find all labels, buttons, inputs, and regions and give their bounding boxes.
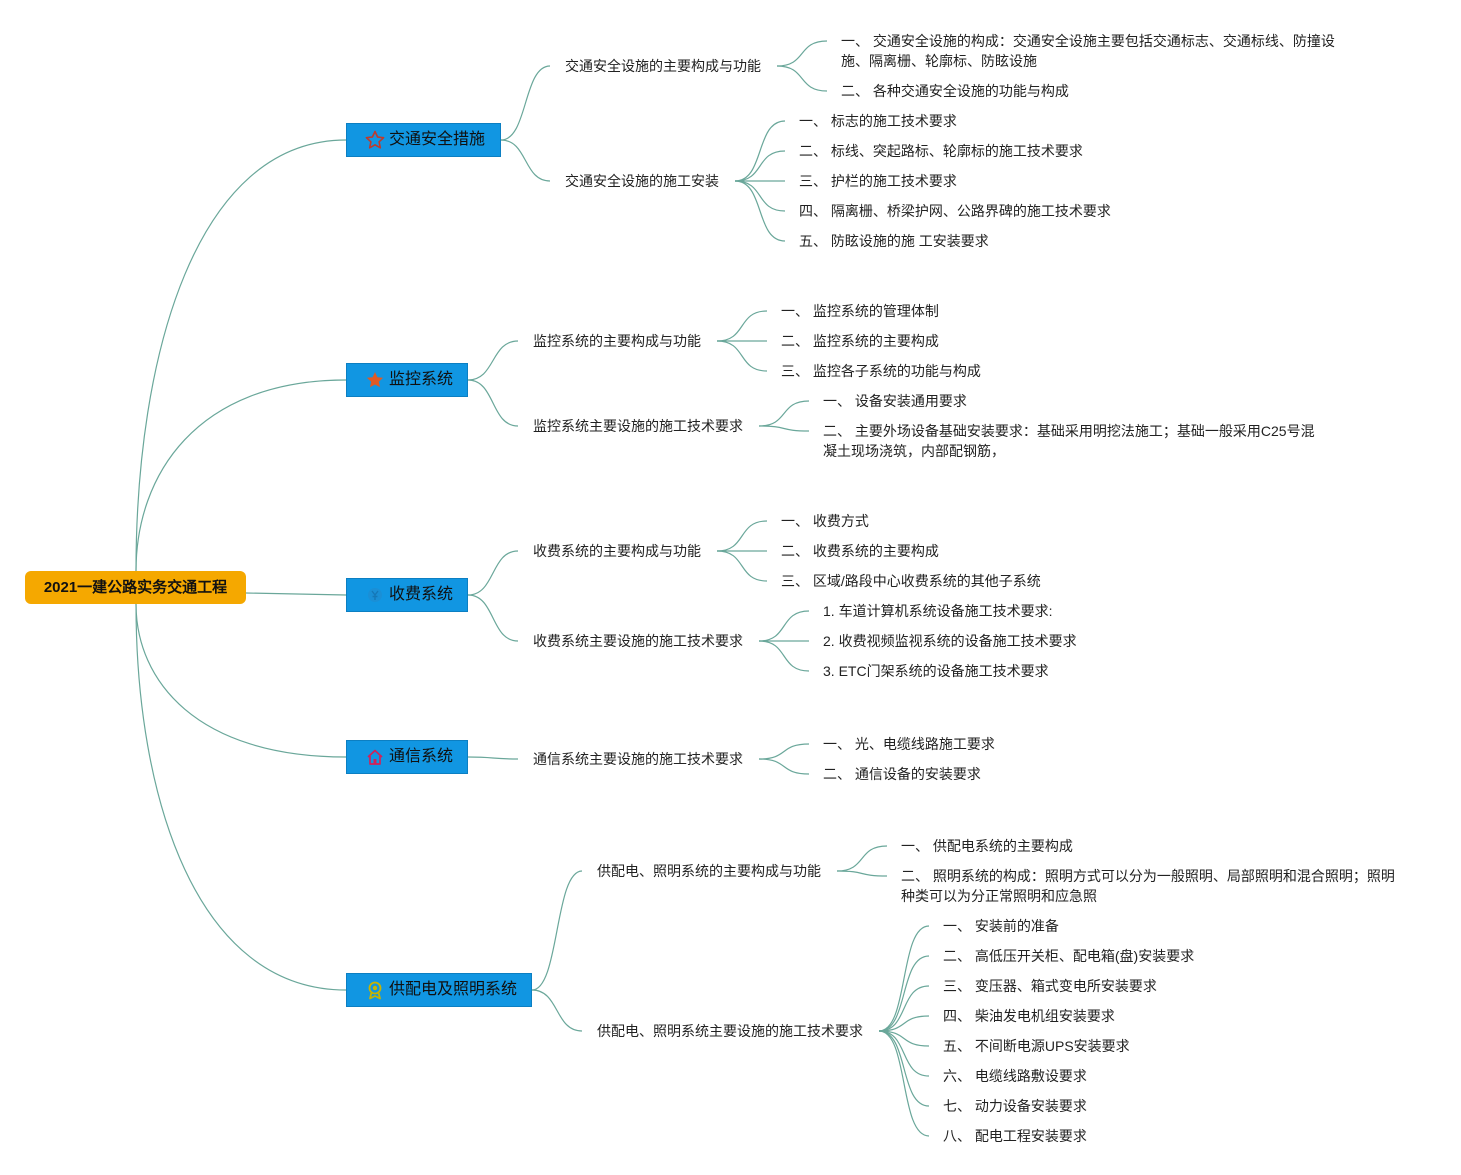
leaf-item[interactable]: 四、 隔离栅、桥梁护网、公路界碑的施工技术要求	[799, 203, 1111, 219]
connector-curve	[776, 65, 828, 92]
connector-curve	[734, 120, 786, 182]
connector-curve	[467, 340, 519, 381]
connector-curve	[734, 180, 786, 242]
connector-curve	[531, 989, 583, 1032]
category-traffic-safety[interactable]: 交通安全措施	[346, 123, 501, 157]
leaf-item[interactable]: 六、 电缆线路敷设要求	[943, 1068, 1087, 1084]
connector-curve	[758, 425, 810, 432]
connector-curve	[135, 603, 347, 758]
star-filled-icon	[365, 370, 385, 390]
leaf-item[interactable]: 一、 光、电缆线路施工要求	[823, 736, 995, 752]
connector-curve	[776, 40, 828, 67]
category-communication[interactable]: 通信系统	[346, 740, 468, 774]
subtopic-label[interactable]: 收费系统的主要构成与功能	[533, 543, 701, 559]
connector-curve	[836, 870, 888, 877]
connector-curve	[758, 640, 810, 672]
category-power-lighting[interactable]: 供配电及照明系统	[346, 973, 532, 1007]
category-label: 供配电及照明系统	[389, 981, 518, 998]
leaf-item[interactable]: 一、 交通安全设施的构成：交通安全设施主要包括交通标志、交通标线、防撞设施、隔离…	[841, 33, 1335, 69]
connector-curve	[135, 603, 347, 991]
leaf-item[interactable]: 二、 通信设备的安装要求	[823, 766, 981, 782]
connector-curve	[467, 756, 519, 760]
leaf-item[interactable]: 二、 主要外场设备基础安装要求：基础采用明挖法施工；基础一般采用C25号混凝土现…	[823, 423, 1315, 459]
connector-curve	[135, 139, 347, 572]
leaf-item[interactable]: 一、 设备安装通用要求	[823, 393, 967, 409]
connector-curve	[467, 550, 519, 596]
subtopic-label[interactable]: 交通安全设施的施工安装	[565, 173, 719, 189]
category-toll[interactable]: 收费系统	[346, 578, 468, 612]
connector-curve	[716, 340, 768, 372]
root-topic[interactable]: 2021一建公路实务交通工程	[25, 571, 246, 604]
subtopic-label[interactable]: 通信系统主要设施的施工技术要求	[533, 751, 743, 767]
connector-curve	[878, 985, 930, 1032]
leaf-item[interactable]: 三、 变压器、箱式变电所安装要求	[943, 978, 1157, 994]
star-outline-icon	[365, 130, 385, 150]
leaf-item[interactable]: 3. ETC门架系统的设备施工技术要求	[823, 663, 1049, 679]
connector-curve	[758, 610, 810, 642]
leaf-item[interactable]: 八、 配电工程安装要求	[943, 1128, 1087, 1144]
home-icon	[365, 747, 385, 767]
leaf-item[interactable]: 一、 收费方式	[781, 513, 869, 529]
money-icon	[365, 585, 385, 605]
connector-curve	[758, 743, 810, 760]
leaf-item[interactable]: 1. 车道计算机系统设备施工技术要求:	[823, 603, 1053, 619]
connector-curve	[878, 1030, 930, 1107]
leaf-item[interactable]: 一、 监控系统的管理体制	[781, 303, 939, 319]
connector-curve	[734, 180, 786, 212]
leaf-item[interactable]: 二、 照明系统的构成：照明方式可以分为一般照明、局部照明和混合照明；照明种类可以…	[901, 868, 1395, 904]
leaf-item[interactable]: 二、 收费系统的主要构成	[781, 543, 939, 559]
leaf-item[interactable]: 2. 收费视频监视系统的设备施工技术要求	[823, 633, 1077, 649]
category-monitoring[interactable]: 监控系统	[346, 363, 468, 397]
connector-curve	[716, 520, 768, 552]
leaf-item[interactable]: 二、 高低压开关柜、配电箱(盘)安装要求	[943, 948, 1195, 964]
leaf-item[interactable]: 二、 各种交通安全设施的功能与构成	[841, 83, 1069, 99]
leaf-item[interactable]: 二、 监控系统的主要构成	[781, 333, 939, 349]
connector-curve	[245, 592, 347, 596]
connector-curve	[734, 150, 786, 182]
subtopic-label[interactable]: 收费系统主要设施的施工技术要求	[533, 633, 743, 649]
leaf-item[interactable]: 一、 供配电系统的主要构成	[901, 838, 1073, 854]
connector-curve	[716, 310, 768, 342]
category-label: 监控系统	[389, 371, 454, 388]
leaf-item[interactable]: 三、 区域/路段中心收费系统的其他子系统	[781, 573, 1041, 589]
connector-curve	[758, 758, 810, 775]
leaf-item[interactable]: 三、 护栏的施工技术要求	[799, 173, 957, 189]
leaf-item[interactable]: 一、 安装前的准备	[943, 918, 1059, 934]
subtopic-label[interactable]: 监控系统的主要构成与功能	[533, 333, 701, 349]
leaf-item[interactable]: 五、 防眩设施的施 工安装要求	[799, 233, 989, 249]
leaf-item[interactable]: 一、 标志的施工技术要求	[799, 113, 957, 129]
connector-curve	[758, 400, 810, 427]
connector-curve	[836, 845, 888, 872]
category-label: 交通安全措施	[389, 131, 486, 148]
connector-curve	[467, 379, 519, 427]
connector-curve	[878, 1030, 930, 1137]
leaf-item[interactable]: 三、 监控各子系统的功能与构成	[781, 363, 981, 379]
connector-curve	[531, 870, 583, 991]
subtopic-label[interactable]: 监控系统主要设施的施工技术要求	[533, 418, 743, 434]
connector-curve	[500, 65, 551, 141]
connector-curve	[878, 1030, 930, 1077]
connector-curve	[135, 379, 347, 572]
subtopic-label[interactable]: 供配电、照明系统的主要构成与功能	[597, 863, 821, 879]
connector-curve	[878, 955, 930, 1032]
leaf-item[interactable]: 二、 标线、突起路标、轮廓标的施工技术要求	[799, 143, 1083, 159]
connector-curve	[716, 550, 768, 582]
connector-curve	[878, 1030, 930, 1047]
category-label: 收费系统	[389, 586, 454, 603]
subtopic-label[interactable]: 供配电、照明系统主要设施的施工技术要求	[597, 1023, 863, 1039]
connector-curve	[500, 139, 551, 182]
leaf-item[interactable]: 七、 动力设备安装要求	[943, 1098, 1087, 1114]
connector-curve	[878, 925, 930, 1032]
subtopic-label[interactable]: 交通安全设施的主要构成与功能	[565, 58, 761, 74]
connector-curve	[467, 594, 519, 642]
category-label: 通信系统	[389, 748, 454, 765]
connector-curve	[878, 1015, 930, 1032]
leaf-item[interactable]: 五、 不间断电源UPS安装要求	[943, 1038, 1130, 1054]
award-icon	[365, 980, 385, 1000]
leaf-item[interactable]: 四、 柴油发电机组安装要求	[943, 1008, 1115, 1024]
